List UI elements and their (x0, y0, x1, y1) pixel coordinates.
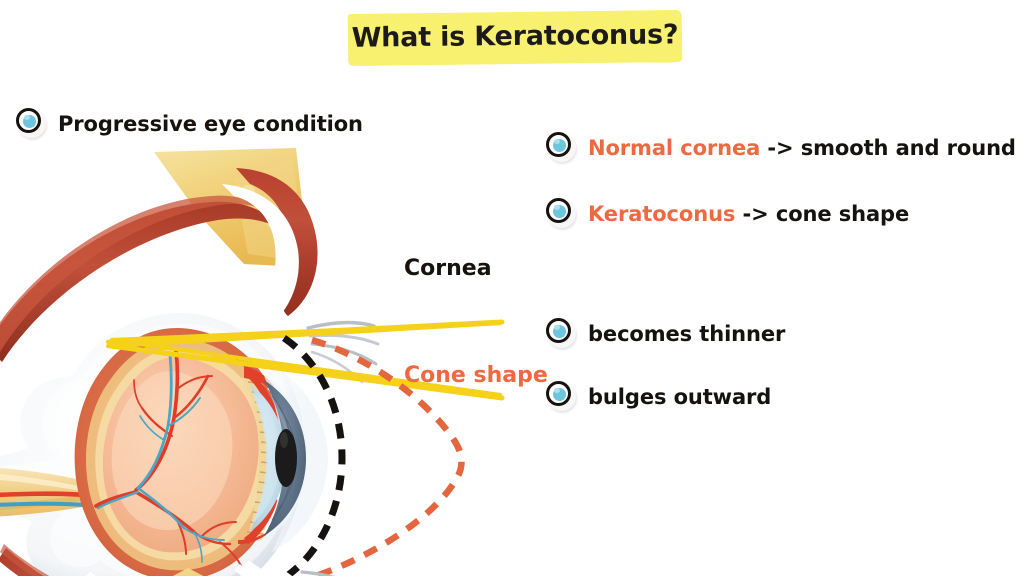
bullet-becomes-thinner: becomes thinner (546, 318, 785, 349)
lens (250, 384, 286, 532)
eye-bullet-icon (546, 132, 577, 163)
lower-eyelid-crease (234, 564, 252, 576)
light-rays-top-bottom (109, 319, 505, 401)
bullet-accent-text: Normal cornea (588, 135, 761, 160)
bullet-label: Keratoconus -> cone shape (588, 202, 909, 226)
bullet-label: bulges outward (588, 384, 772, 409)
eye-bullet-icon (16, 108, 47, 139)
bullet-rest-text: -> smooth and round (760, 135, 1016, 160)
eye-bullet-icon (546, 381, 577, 412)
bullet-label: Progressive eye condition (58, 111, 363, 136)
bullet-rest-text: -> cone shape (735, 201, 910, 226)
eye-cross-section-illustration (0, 148, 505, 576)
label-cone-shape: Cone shape (404, 363, 548, 388)
label-cornea: Cornea (404, 256, 492, 281)
bullet-normal-cornea: Normal cornea -> smooth and round (546, 132, 1016, 163)
lower-eyelid-muscle (0, 544, 50, 576)
normal-cornea-dashed-outline (282, 335, 346, 576)
page-title: What is Keratoconus? (347, 8, 683, 68)
retinal-blood-vessels (94, 348, 243, 569)
upper-conjunctiva (222, 184, 324, 348)
bullet-label: Normal cornea -> smooth and round (588, 136, 1016, 160)
eye-bullet-icon (546, 198, 577, 229)
lower-conjunctiva (242, 560, 293, 576)
eye-bullet-icon (546, 318, 577, 349)
lower-eyelashes (300, 570, 335, 576)
page-title-text: What is Keratoconus? (351, 19, 679, 54)
bullet-accent-text: Keratoconus (588, 201, 736, 226)
bullet-label: becomes thinner (588, 321, 786, 346)
pupil (275, 429, 297, 487)
bullet-progressive-eye-condition: Progressive eye condition (16, 108, 363, 139)
bullet-keratoconus: Keratoconus -> cone shape (546, 198, 909, 229)
bullet-bulges-outward: bulges outward (546, 381, 771, 412)
keratoconus-cone-dashed-outline (311, 336, 465, 576)
lower-eyelid-fat (172, 568, 204, 576)
